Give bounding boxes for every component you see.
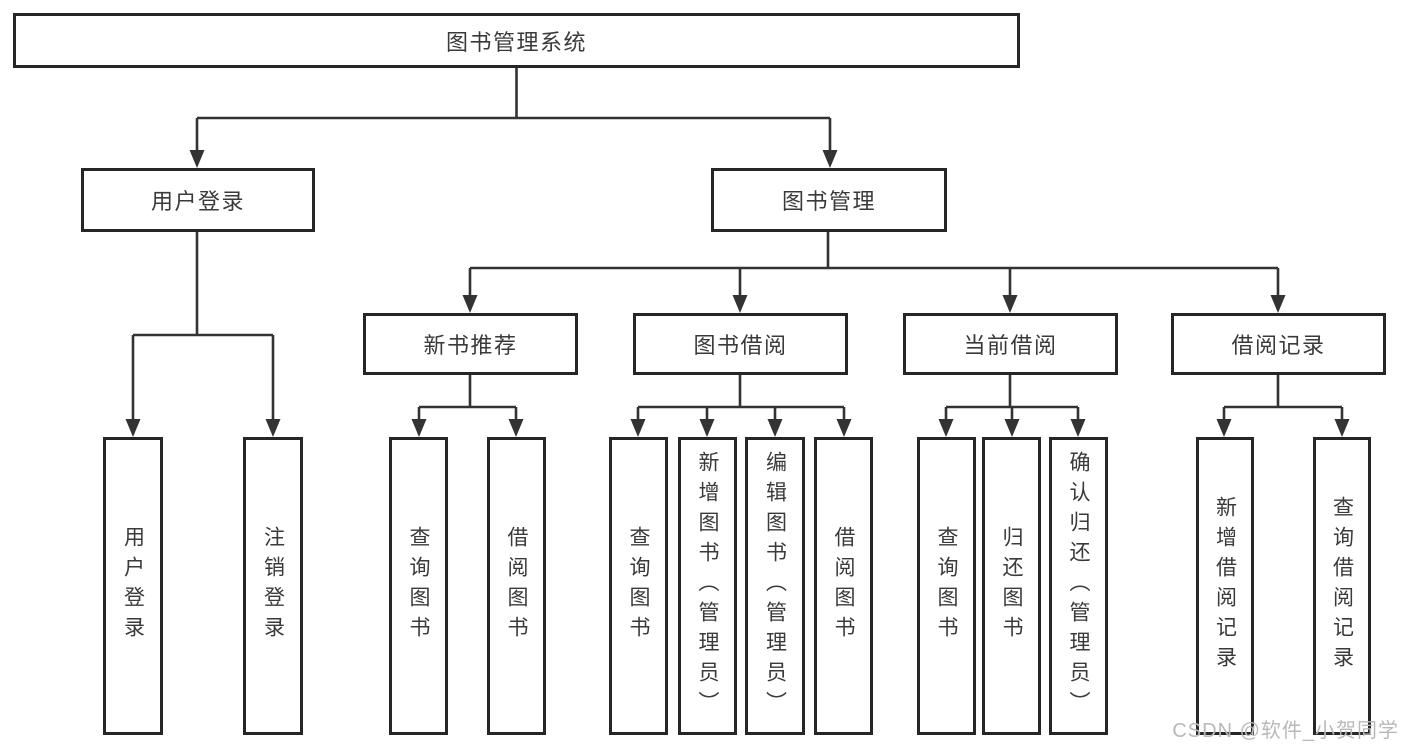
node-book-management-label: 图书管理 (781, 189, 876, 214)
leaf-add-book-admin-label: 新增图书（管理员） (696, 451, 719, 721)
node-borrowing-records: 借阅记录 (1171, 313, 1386, 375)
leaf-confirm-return-admin-label: 确认归还（管理员） (1067, 451, 1090, 721)
leaf-logout-label: 注销登录 (261, 526, 285, 646)
node-current-borrowing-label: 当前借阅 (963, 333, 1058, 358)
leaf-edit-book-admin: 编辑图书（管理员） (745, 437, 805, 735)
leaf-borrow-books-recommend-label: 借阅图书 (505, 526, 528, 646)
node-user-login: 用户登录 (81, 168, 315, 232)
node-book-borrowing: 图书借阅 (633, 313, 848, 375)
leaf-borrow-books-borrowing-label: 借阅图书 (832, 526, 855, 646)
leaf-add-book-admin: 新增图书（管理员） (678, 437, 737, 735)
leaf-query-books-borrowing-label: 查询图书 (627, 526, 650, 646)
leaf-return-book-label: 归还图书 (1000, 526, 1023, 646)
leaf-query-books-recommend: 查询图书 (389, 437, 448, 735)
node-book-borrowing-label: 图书借阅 (693, 333, 788, 358)
leaf-query-books-borrowing: 查询图书 (609, 437, 668, 735)
leaf-user-login: 用户登录 (103, 437, 163, 735)
leaf-query-books-current-label: 查询图书 (935, 526, 958, 646)
node-new-book-recommend: 新书推荐 (363, 313, 578, 375)
csdn-watermark: CSDN @软件_小贺同学 (1172, 720, 1399, 742)
leaf-borrow-books-recommend: 借阅图书 (487, 437, 546, 735)
node-library-system: 图书管理系统 (13, 13, 1020, 68)
node-book-management: 图书管理 (711, 168, 947, 232)
node-library-system-label: 图书管理系统 (445, 29, 587, 55)
leaf-query-borrow-record: 查询借阅记录 (1313, 437, 1371, 735)
leaf-logout: 注销登录 (243, 437, 303, 735)
leaf-query-books-current: 查询图书 (917, 437, 976, 735)
connector-lines (131, 68, 1344, 423)
node-borrowing-records-label: 借阅记录 (1231, 333, 1326, 358)
leaf-query-books-recommend-label: 查询图书 (407, 526, 430, 646)
node-current-borrowing: 当前借阅 (903, 313, 1118, 375)
leaf-add-borrow-record: 新增借阅记录 (1196, 437, 1254, 735)
leaf-query-borrow-record-label: 查询借阅记录 (1330, 496, 1354, 676)
leaf-user-login-label: 用户登录 (121, 526, 145, 646)
leaf-confirm-return-admin: 确认归还（管理员） (1049, 437, 1108, 735)
leaf-return-book: 归还图书 (982, 437, 1041, 735)
node-user-login-label: 用户登录 (150, 189, 245, 214)
leaf-borrow-books-borrowing: 借阅图书 (814, 437, 873, 735)
leaf-edit-book-admin-label: 编辑图书（管理员） (763, 451, 787, 721)
node-new-book-recommend-label: 新书推荐 (423, 333, 518, 358)
leaf-add-borrow-record-label: 新增借阅记录 (1213, 496, 1237, 676)
